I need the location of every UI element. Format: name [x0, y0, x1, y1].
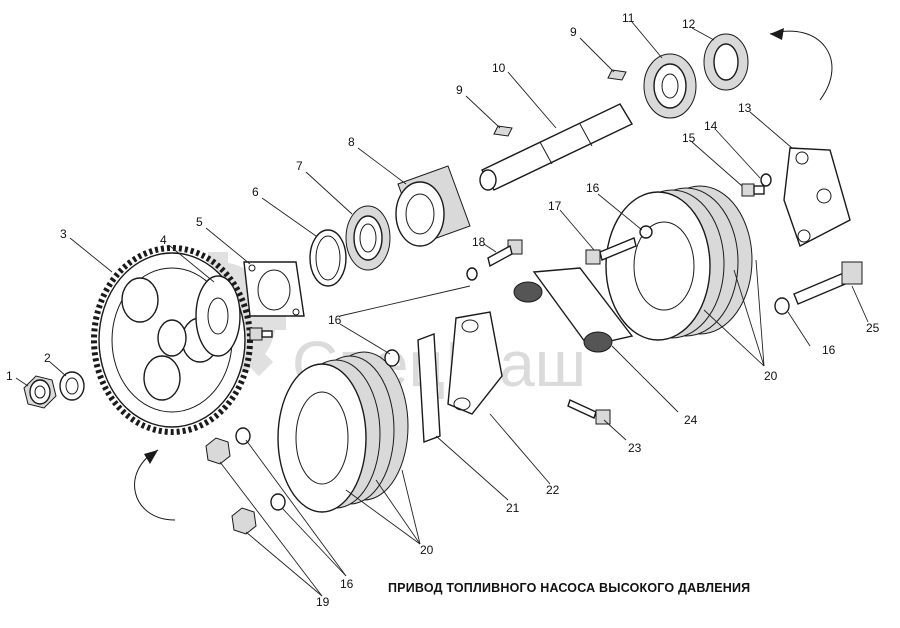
- spring-plate-part-21: [417, 333, 441, 443]
- bolt-part-18: [487, 239, 523, 268]
- label-part-3: 3: [60, 227, 67, 241]
- label-part-22: 22: [546, 483, 560, 497]
- label-part-1: 1: [6, 369, 13, 383]
- key-parts-9: [493, 69, 627, 137]
- label-part-17: 17: [548, 199, 562, 213]
- label-part-16-top: 16: [586, 181, 600, 195]
- bolt-part-23: [567, 399, 611, 425]
- label-part-16-middle: 16: [328, 313, 342, 327]
- bearing-part-11: [643, 53, 697, 119]
- washer-part-16-top: [466, 267, 478, 281]
- coupling-plate-part-24: [513, 267, 634, 353]
- rotation-arrow-top-right: [769, 30, 833, 101]
- label-part-5: 5: [196, 215, 203, 229]
- label-part-9-upper: 9: [570, 25, 577, 39]
- label-part-8: 8: [348, 135, 355, 149]
- label-part-12: 12: [682, 17, 696, 31]
- flange-part-5: [243, 261, 305, 317]
- label-part-25: 25: [866, 321, 880, 335]
- bearing-part-8: [395, 165, 471, 247]
- label-part-11: 11: [622, 11, 635, 25]
- bearing-part-12: [703, 33, 749, 91]
- label-part-13: 13: [738, 101, 752, 115]
- shaft-part-10: [479, 103, 633, 191]
- rotation-arrow-bottom-left: [134, 449, 176, 521]
- label-part-20-right: 20: [764, 369, 778, 383]
- callout-labels: 1 2 3 4 5 6 7 8 9 9 10 11 12 13 14 15 16…: [6, 11, 880, 609]
- label-part-16-bottom: 16: [340, 577, 354, 591]
- rotation-arrowhead-top-right: [770, 28, 784, 40]
- lever-part-22: [447, 311, 503, 415]
- leader-lines: [15, 21, 869, 597]
- rotation-arrowhead-bottom-left: [144, 450, 158, 464]
- label-part-15: 15: [682, 131, 696, 145]
- label-part-23: 23: [628, 441, 642, 455]
- coupling-disc-stack-upper: [605, 185, 753, 341]
- bearing-part-7: [345, 205, 391, 271]
- label-part-20-left: 20: [420, 543, 434, 557]
- label-part-4: 4: [160, 233, 167, 247]
- ring-part-6: [309, 229, 347, 287]
- hub-part-4: [195, 275, 241, 357]
- label-part-6: 6: [252, 185, 259, 199]
- label-part-21: 21: [506, 501, 520, 515]
- washer-part-14: [760, 173, 772, 187]
- label-part-9-lower: 9: [456, 83, 463, 97]
- nuts-part-19: [205, 437, 257, 535]
- lock-washer-part-2: [59, 371, 85, 401]
- diagram-title: ПРИВОД ТОПЛИВНОГО НАСОСА ВЫСОКОГО ДАВЛЕН…: [388, 581, 750, 595]
- label-part-14: 14: [704, 119, 718, 133]
- label-part-19: 19: [316, 595, 330, 609]
- nut-part-1: [23, 375, 57, 409]
- bolt-part-25: [793, 261, 863, 305]
- bolt-part-15: [741, 183, 765, 197]
- label-part-16-right: 16: [822, 343, 836, 357]
- label-part-10: 10: [492, 61, 506, 75]
- label-part-7: 7: [296, 159, 303, 173]
- bolt-part-17: [585, 237, 637, 265]
- washer-part-16-right: [774, 297, 790, 315]
- bolt-small: [249, 327, 273, 341]
- label-part-2: 2: [44, 351, 51, 365]
- label-part-24: 24: [684, 413, 698, 427]
- label-part-18: 18: [472, 235, 486, 249]
- bracket-part-13: [783, 147, 851, 247]
- coupling-disc-stack-lower: [277, 351, 409, 513]
